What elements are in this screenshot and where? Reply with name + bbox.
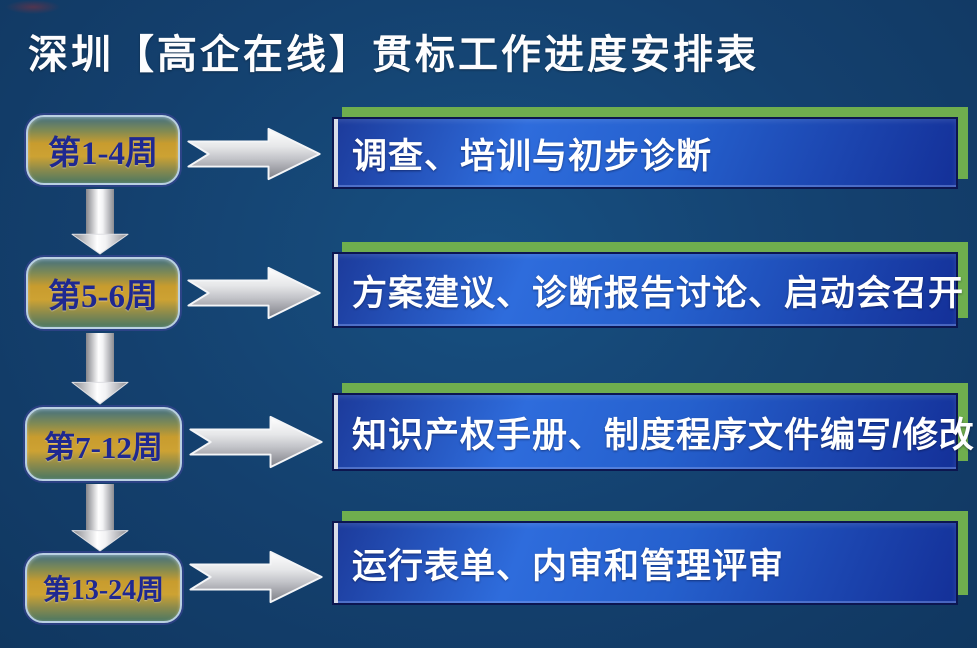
task-label: 调查、培训与初步诊断	[352, 136, 713, 176]
right-arrow-icon	[187, 266, 321, 320]
task-label: 知识产权手册、制度程序文件编写/修改	[352, 415, 975, 455]
week-badge-label: 第5-6周	[48, 279, 158, 315]
page-title: 深圳【高企在线】贯标工作进度安排表	[28, 33, 759, 77]
week-badge-4: 第13-24周	[25, 553, 182, 623]
down-arrow-icon	[71, 189, 129, 255]
right-arrow-icon	[189, 415, 323, 469]
task-box-4: 运行表单、内审和管理评审	[332, 521, 958, 605]
week-badge-label: 第1-4周	[48, 136, 158, 172]
task-box-2: 方案建议、诊断报告讨论、启动会召开	[332, 252, 963, 328]
down-arrow-icon	[71, 333, 129, 405]
right-arrow-icon	[187, 127, 321, 181]
task-box-3: 知识产权手册、制度程序文件编写/修改	[332, 393, 974, 471]
task-label: 方案建议、诊断报告讨论、启动会召开	[352, 273, 965, 313]
red-smudge	[6, 0, 60, 14]
week-badge-label: 第13-24周	[42, 575, 165, 606]
week-badge-2: 第5-6周	[26, 257, 180, 329]
week-badge-1: 第1-4周	[26, 115, 180, 185]
week-badge-3: 第7-12周	[25, 407, 182, 481]
right-arrow-icon	[189, 550, 323, 604]
week-badge-label: 第7-12周	[44, 429, 163, 465]
down-arrow-icon	[71, 484, 129, 552]
task-box-1: 调查、培训与初步诊断	[332, 117, 958, 189]
task-label: 运行表单、内审和管理评审	[352, 546, 785, 586]
